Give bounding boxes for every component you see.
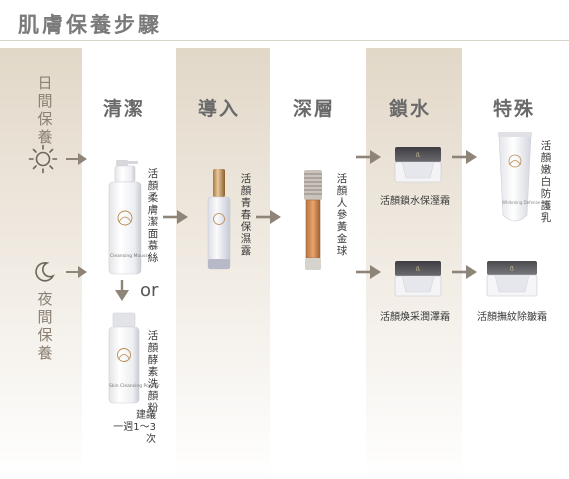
antiwrinkle-jar-image: ß (486, 261, 538, 297)
product-foam-label: 活顏柔膚潔面慕絲 (147, 168, 159, 264)
product-toner-label: 活顏青春保濕露 (240, 173, 252, 257)
whitening-package-text: Whitening Defense Milk (502, 200, 550, 205)
header-divider (0, 40, 569, 41)
step-heading-import: 導入 (198, 98, 241, 120)
toner-bottle-image (207, 169, 231, 270)
moon-icon (35, 262, 55, 282)
night-care-label: 夜間保養 (37, 290, 53, 362)
night-arrow (66, 266, 87, 278)
foam-package-text: Cleansing Mousse (110, 254, 151, 259)
or-label: or (140, 280, 159, 301)
deep-to-lock-day-arrow (356, 150, 381, 164)
frequency-note-line2: 一週1～3次 (113, 422, 156, 445)
cleanse-to-import-arrow (163, 210, 188, 224)
deep-to-lock-night-arrow (356, 265, 381, 279)
enzyme-package-text: Skin Cleansing Powder (109, 384, 160, 389)
foam-bottle-image (108, 160, 142, 275)
radiance-cream-jar-image: ß (394, 261, 442, 297)
step-heading-deep: 深層 (293, 98, 336, 120)
product-radiance-cream-label: 活顏煥采潤澤霜 (380, 312, 450, 323)
enzyme-bottle-image (108, 312, 140, 404)
lock-to-special-day-arrow (452, 150, 477, 164)
ginseng-vial-image (304, 170, 322, 270)
product-antiwrinkle-label: 活顏撫紋除皺霜 (477, 312, 547, 323)
product-ginseng-label: 活顏人參黃金球 (336, 173, 348, 257)
import-to-deep-arrow (256, 210, 281, 224)
svg-text:ß: ß (416, 153, 420, 159)
day-care-label: 日間保養 (37, 74, 53, 146)
lock-cream-jar-image: ß (394, 147, 442, 183)
frequency-note: 建議 一週1～3次 (104, 410, 156, 446)
svg-text:ß: ß (510, 267, 514, 273)
sun-icon (28, 144, 58, 174)
whitening-tube-image (498, 132, 532, 222)
day-arrow (66, 153, 87, 165)
step-heading-lock: 鎖水 (389, 98, 432, 120)
lock-to-special-night-arrow (452, 265, 477, 279)
frequency-note-line1: 建議 (136, 410, 156, 421)
svg-text:ß: ß (416, 267, 420, 273)
page-title: 肌膚保養步驟 (18, 13, 162, 37)
product-whitening-label: 活顏嫩白防護乳 (540, 140, 552, 224)
step-heading-special: 特殊 (493, 98, 536, 120)
product-lock-cream-label: 活顏鎖水保溼霜 (380, 196, 450, 207)
step-heading-cleanse: 清潔 (103, 98, 146, 120)
header: 肌膚保養步驟 (0, 0, 569, 48)
down-arrow (115, 280, 129, 301)
product-enzyme-label: 活顏酵素洗顏粉 (147, 330, 159, 414)
